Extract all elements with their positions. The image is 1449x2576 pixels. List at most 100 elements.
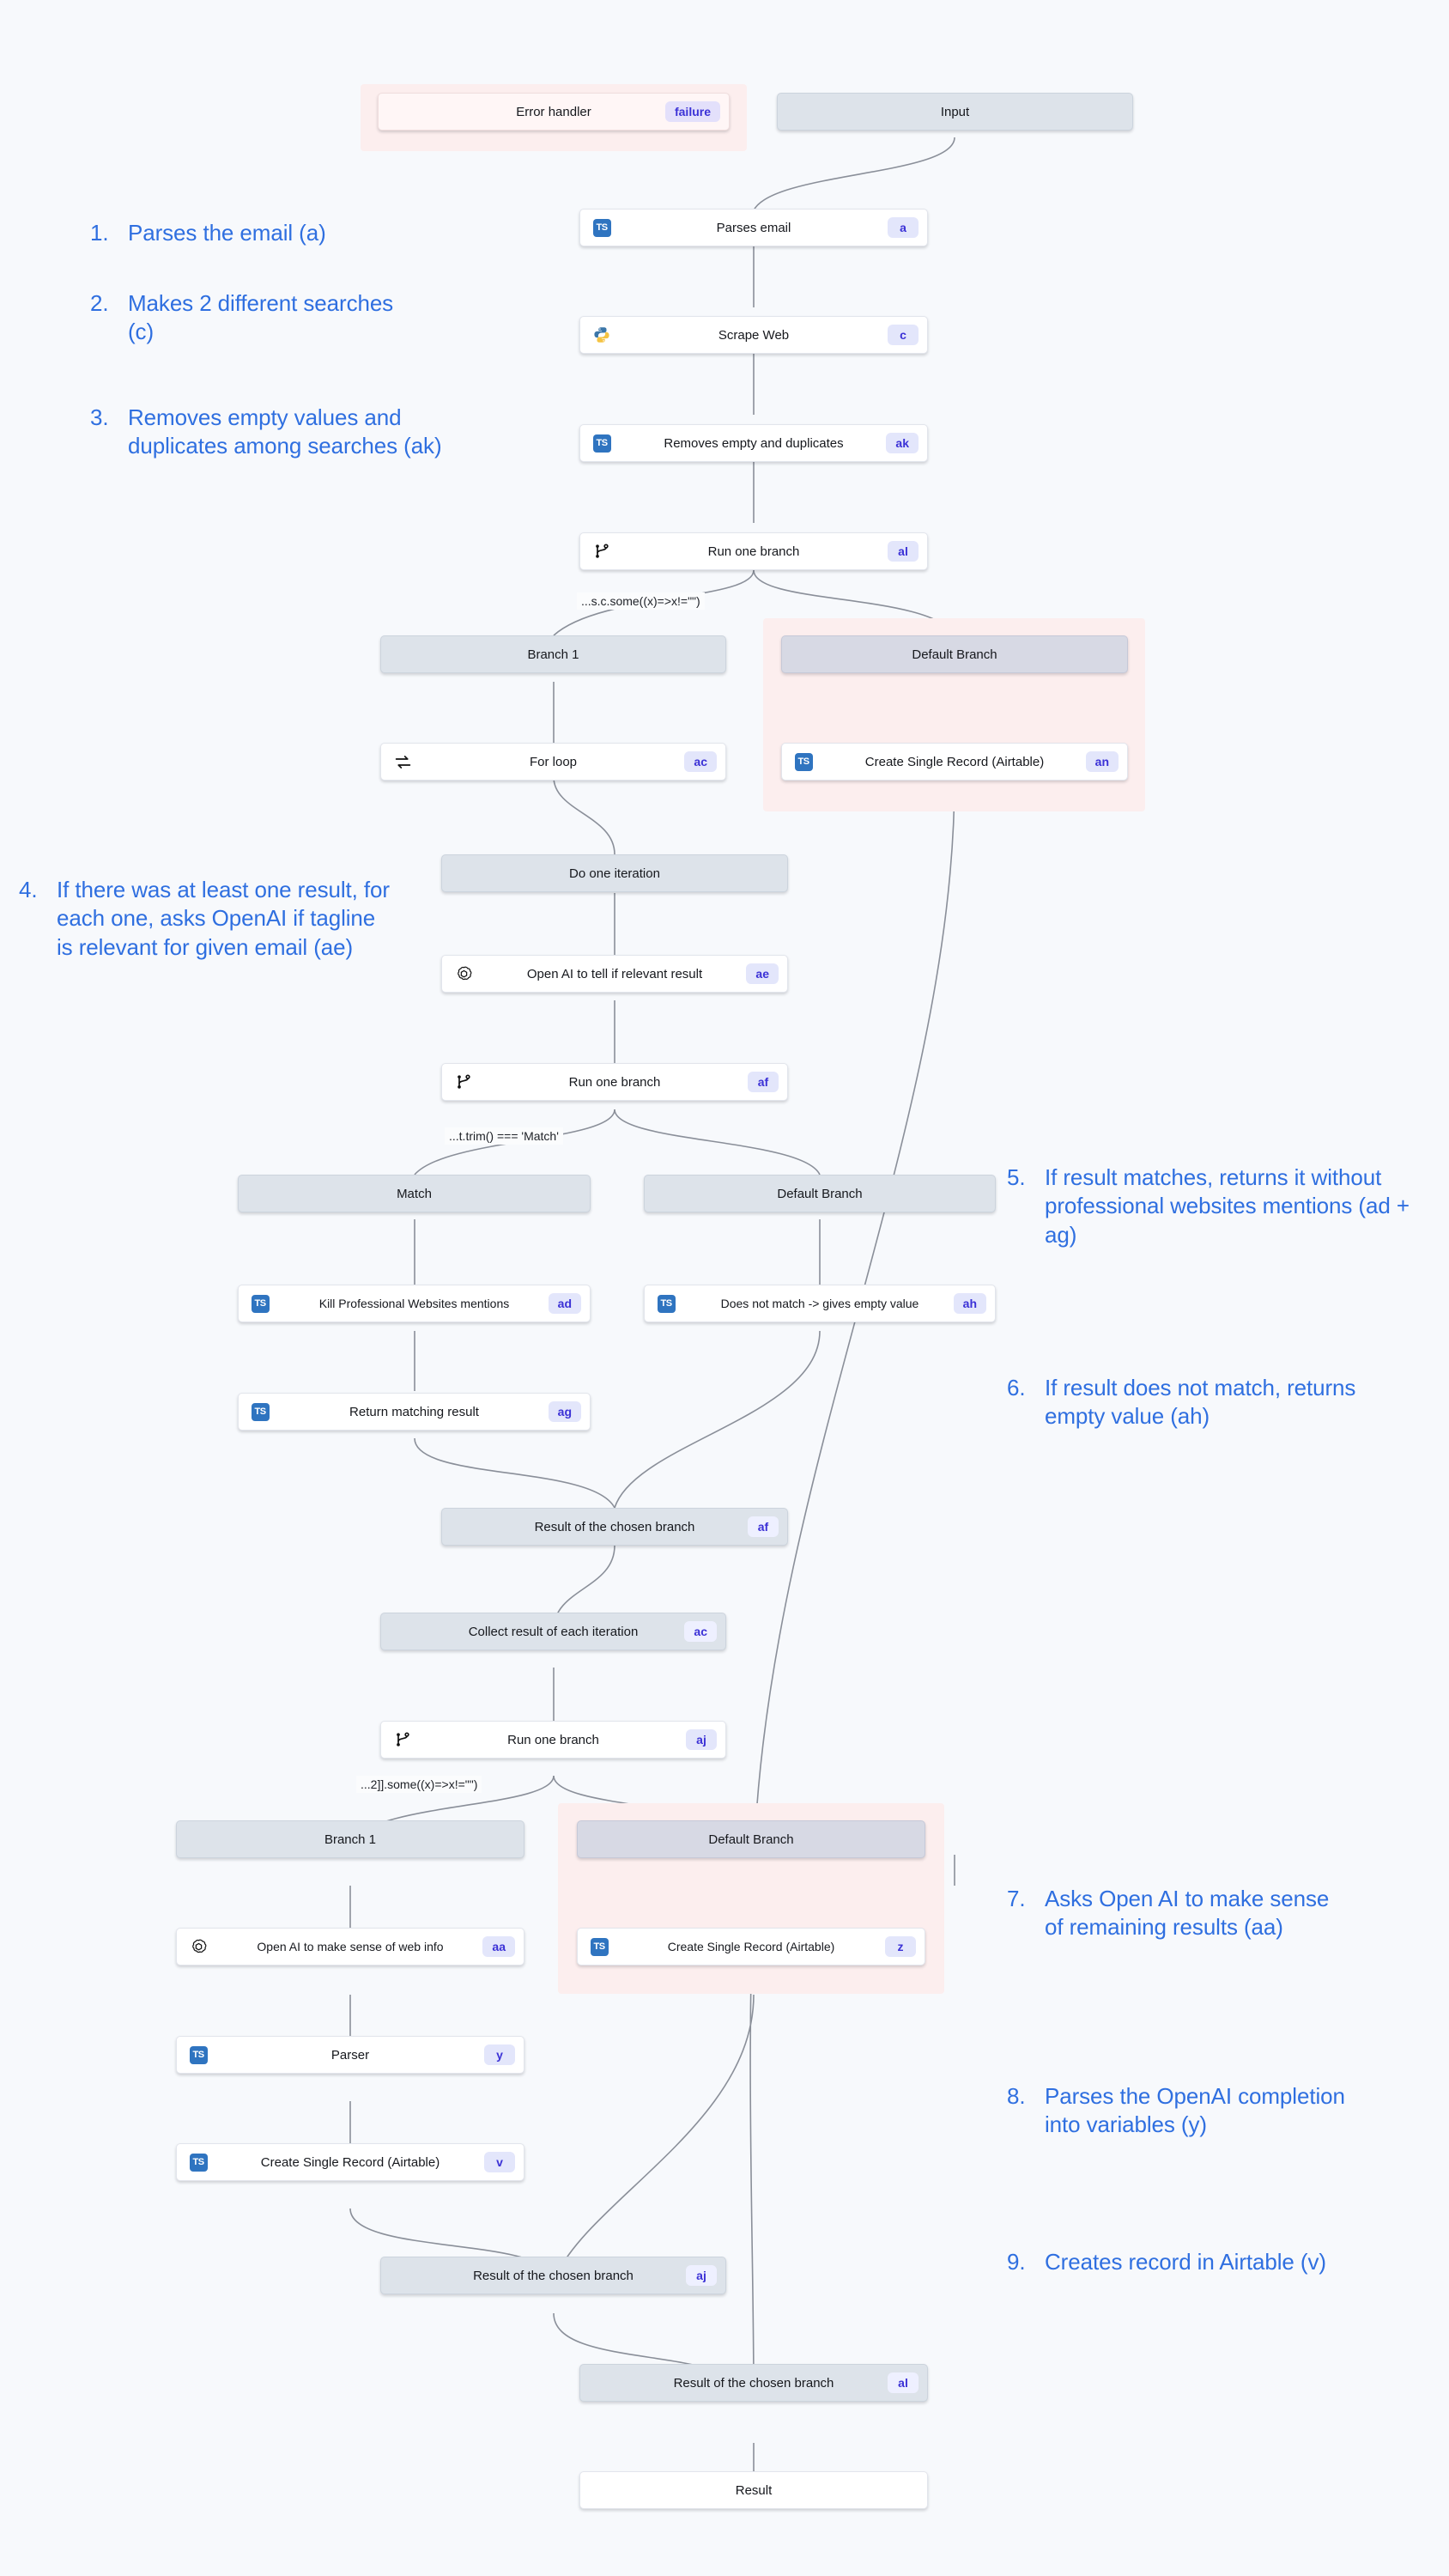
node-do-one-iteration[interactable]: Do one iteration <box>441 854 788 892</box>
node-collect-result-each-iteration[interactable]: Collect result of each iteration ac <box>380 1613 726 1650</box>
typescript-icon: TS <box>794 752 813 771</box>
note-text: If result matches, returns it without pr… <box>1045 1164 1410 1248</box>
branch-icon <box>592 542 611 561</box>
node-tag-ad: ad <box>548 1293 581 1314</box>
node-parser[interactable]: TS Parser y <box>176 2036 524 2074</box>
node-result-chosen-branch-aj[interactable]: Result of the chosen branch aj <box>380 2257 726 2294</box>
typescript-icon: TS <box>592 218 611 237</box>
node-label: Collect result of each iteration <box>468 1624 639 1639</box>
node-branch-1-bottom[interactable]: Branch 1 <box>176 1820 524 1858</box>
node-label: Create Single Record (Airtable) <box>667 1940 835 1953</box>
node-label: Branch 1 <box>324 1832 377 1847</box>
note-number: 1. <box>90 220 109 246</box>
node-scrape-web[interactable]: Scrape Web c <box>579 316 928 354</box>
node-create-record-an[interactable]: TS Create Single Record (Airtable) an <box>781 743 1128 781</box>
note-text: Parses the OpenAI completion into variab… <box>1045 2083 1345 2138</box>
node-label: Parses email <box>716 220 791 235</box>
node-label: Open AI to make sense of web info <box>257 1940 444 1953</box>
node-default-branch-bottom[interactable]: Default Branch <box>577 1820 925 1858</box>
note-9: 9. Creates record in Airtable (v) <box>1007 2248 1350 2276</box>
note-text: If there was at least one result, for ea… <box>57 877 390 960</box>
node-branch-1-top[interactable]: Branch 1 <box>380 635 726 673</box>
note-text: Makes 2 different searches (c) <box>128 290 394 345</box>
node-label: Run one branch <box>707 544 800 559</box>
note-number: 4. <box>19 877 38 902</box>
note-6: 6. If result does not match, returns emp… <box>1007 1374 1410 1431</box>
note-text: Asks Open AI to make sense of remaining … <box>1045 1886 1330 1941</box>
node-result-chosen-branch-al[interactable]: Result of the chosen branch al <box>579 2364 928 2402</box>
note-3: 3. Removes empty values and duplicates a… <box>90 404 502 461</box>
node-label: Create Single Record (Airtable) <box>864 754 1045 769</box>
note-4: 4. If there was at least one result, for… <box>19 876 397 962</box>
typescript-icon: TS <box>592 434 611 453</box>
node-label: For loop <box>529 754 578 769</box>
note-number: 7. <box>1007 1886 1026 1911</box>
typescript-icon: TS <box>189 2153 208 2172</box>
note-number: 2. <box>90 290 109 316</box>
typescript-icon: TS <box>251 1294 270 1313</box>
node-tag-af: af <box>748 1072 779 1092</box>
note-text: Creates record in Airtable (v) <box>1045 2249 1326 2275</box>
node-label: Match <box>397 1186 432 1201</box>
typescript-icon: TS <box>590 1937 609 1956</box>
note-8: 8. Parses the OpenAI completion into var… <box>1007 2082 1385 2140</box>
node-label: Default Branch <box>777 1186 863 1201</box>
node-result-chosen-branch-af[interactable]: Result of the chosen branch af <box>441 1508 788 1546</box>
node-for-loop[interactable]: For loop ac <box>380 743 726 781</box>
note-number: 8. <box>1007 2083 1026 2109</box>
node-label: Error handler <box>516 104 591 119</box>
typescript-icon: TS <box>251 1402 270 1421</box>
note-number: 6. <box>1007 1375 1026 1400</box>
note-1: 1. Parses the email (a) <box>90 219 451 247</box>
note-number: 3. <box>90 404 109 430</box>
node-openai-make-sense-web-info[interactable]: Open AI to make sense of web info aa <box>176 1928 524 1965</box>
note-5: 5. If result matches, returns it without… <box>1007 1163 1436 1249</box>
branch-icon <box>393 1730 412 1749</box>
node-label: Scrape Web <box>718 327 790 343</box>
node-parses-email[interactable]: TS Parses email a <box>579 209 928 246</box>
node-input[interactable]: Input <box>777 93 1133 131</box>
node-return-matching-result[interactable]: TS Return matching result ag <box>238 1393 591 1431</box>
node-label: Result of the chosen branch <box>673 2375 834 2391</box>
node-run-one-branch-af[interactable]: Run one branch af <box>441 1063 788 1101</box>
node-does-not-match[interactable]: TS Does not match -> gives empty value a… <box>644 1285 996 1322</box>
node-default-branch-top[interactable]: Default Branch <box>781 635 1128 673</box>
node-removes-empty-duplicates[interactable]: TS Removes empty and duplicates ak <box>579 424 928 462</box>
node-tag-c: c <box>888 325 919 345</box>
node-create-record-z[interactable]: TS Create Single Record (Airtable) z <box>577 1928 925 1965</box>
node-tag-ag: ag <box>548 1401 581 1422</box>
node-default-branch-mid[interactable]: Default Branch <box>644 1175 996 1212</box>
node-tag-an: an <box>1085 751 1119 772</box>
node-kill-professional-websites-mentions[interactable]: TS Kill Professional Websites mentions a… <box>238 1285 591 1322</box>
note-number: 9. <box>1007 2249 1026 2275</box>
node-tag-y: y <box>484 2044 515 2065</box>
note-2: 2. Makes 2 different searches (c) <box>90 289 408 347</box>
node-tag-failure: failure <box>664 101 720 122</box>
node-error-handler[interactable]: Error handler failure <box>378 93 730 131</box>
node-label: Open AI to tell if relevant result <box>526 966 703 981</box>
node-label: Input <box>940 104 970 119</box>
node-tag-ac: ac <box>684 1621 717 1642</box>
node-create-record-v[interactable]: TS Create Single Record (Airtable) v <box>176 2143 524 2181</box>
node-tag-ae: ae <box>746 963 779 984</box>
node-match[interactable]: Match <box>238 1175 591 1212</box>
node-tag-af: af <box>748 1516 779 1537</box>
note-7: 7. Asks Open AI to make sense of remaini… <box>1007 1885 1350 1942</box>
node-run-one-branch-al[interactable]: Run one branch al <box>579 532 928 570</box>
node-tag-ac: ac <box>684 751 717 772</box>
node-tag-al: al <box>888 2372 919 2393</box>
node-tag-aj: aj <box>686 2265 717 2286</box>
edge-condition-aj: ...2]].some((x)=>x!="") <box>356 1776 482 1793</box>
branch-icon <box>454 1072 473 1091</box>
node-result[interactable]: Result <box>579 2471 928 2509</box>
node-tag-aj: aj <box>686 1729 717 1750</box>
node-label: Removes empty and duplicates <box>664 435 844 451</box>
node-tag-ak: ak <box>886 433 919 453</box>
node-run-one-branch-aj[interactable]: Run one branch aj <box>380 1721 726 1759</box>
note-number: 5. <box>1007 1164 1026 1190</box>
node-openai-relevant-result[interactable]: Open AI to tell if relevant result ae <box>441 955 788 993</box>
edge-condition-al: ...s.c.some((x)=>x!="") <box>577 592 705 610</box>
typescript-icon: TS <box>657 1294 676 1313</box>
node-label: Return matching result <box>349 1404 479 1419</box>
